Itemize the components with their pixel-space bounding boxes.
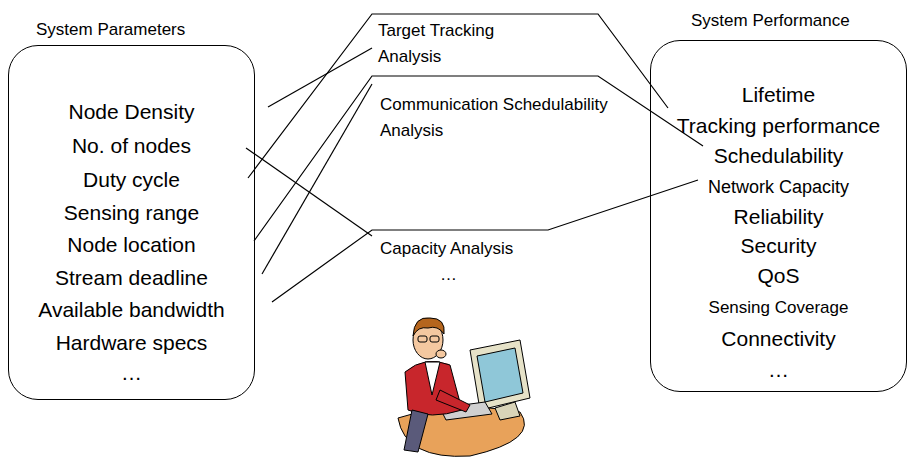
list-item: Tracking performance [651, 114, 906, 137]
list-item: Available bandwidth [9, 298, 254, 321]
rounded-box: System ParametersNode DensityNo. of node… [8, 45, 255, 400]
leader-line [262, 84, 372, 274]
hand [436, 350, 446, 358]
monitor-screen [477, 348, 523, 402]
list-item: Hardware specs [9, 331, 254, 354]
rounded-box: System PerformanceLifetimeTracking perfo… [650, 40, 907, 392]
leader-line [248, 14, 668, 178]
list-item: Duty cycle [9, 168, 254, 191]
hair [413, 318, 444, 336]
leader-line [272, 180, 698, 302]
list-item: QoS [651, 264, 906, 287]
box-heading: System Performance [691, 11, 850, 31]
list-item: Lifetime [651, 83, 906, 106]
list-item: Stream deadline [9, 266, 254, 289]
list-item: Schedulability [651, 144, 906, 167]
arm [436, 390, 470, 412]
list-item: No. of nodes [9, 134, 254, 157]
list-item: Connectivity [651, 327, 906, 350]
list-item: Security [651, 234, 906, 257]
leg [404, 410, 428, 452]
ellipsis: … [440, 262, 480, 288]
glasses [430, 336, 439, 342]
list-item: Network Capacity [651, 178, 906, 198]
list-item: … [9, 361, 254, 384]
leader-line [254, 76, 703, 241]
list-item: Sensing range [9, 201, 254, 224]
shirt [425, 362, 440, 395]
box-heading: System Parameters [36, 20, 185, 40]
list-item: … [651, 358, 906, 381]
list-item: Node location [9, 233, 254, 256]
monitor [470, 340, 530, 410]
list-item: Node Density [9, 100, 254, 123]
monitor-stand [495, 402, 520, 420]
analysis-label: Target Tracking Analysis [378, 18, 528, 70]
analysis-label: Capacity Analysis [380, 236, 630, 262]
analysis-label: Communication Schedulability Analysis [380, 92, 610, 144]
list-item: Sensing Coverage [651, 299, 906, 318]
list-item: Reliability [651, 205, 906, 228]
glasses [418, 336, 427, 342]
leader-line [246, 148, 372, 236]
